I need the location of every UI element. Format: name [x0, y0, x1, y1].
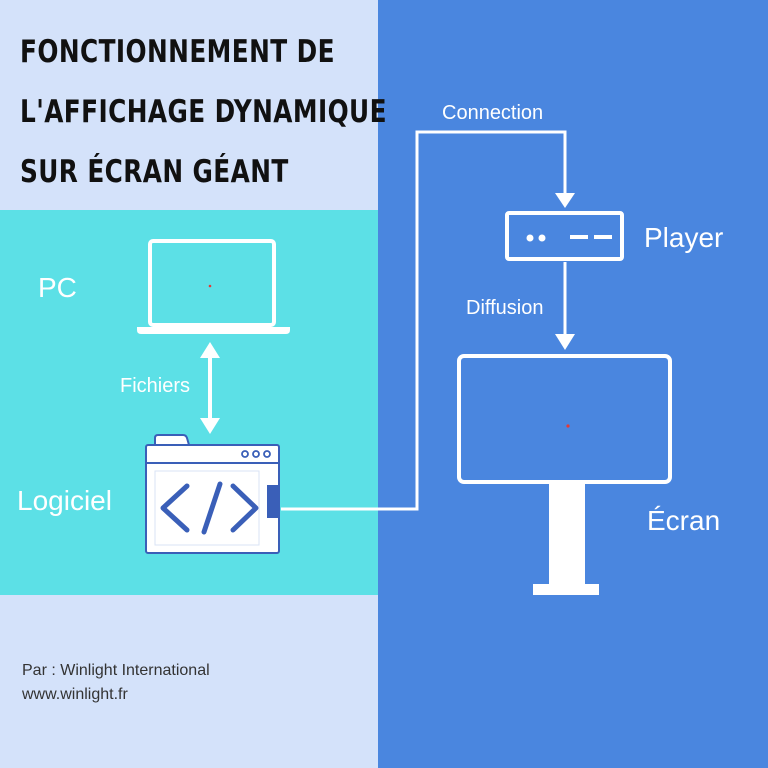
player-label: Player	[644, 222, 724, 253]
diffusion-arrow	[555, 262, 575, 350]
title-line-1: FONCTIONNEMENT DE	[20, 34, 335, 70]
ecran-label: Écran	[647, 505, 721, 536]
connection-arrow	[281, 130, 575, 511]
display-panel	[378, 0, 768, 768]
website-link[interactable]: www.winlight.fr	[22, 686, 128, 703]
credits-panel	[0, 595, 378, 768]
code-window-icon	[145, 434, 280, 554]
title-panel	[0, 0, 378, 210]
diffusion-label: Diffusion	[466, 297, 544, 319]
laptop-icon	[137, 239, 290, 334]
pc-label: PC	[38, 272, 77, 303]
fichiers-arrow	[200, 342, 220, 434]
author-credit: Par : Winlight International	[22, 662, 210, 679]
display-screen-icon	[457, 354, 672, 595]
connection-label: Connection	[442, 102, 544, 124]
title-line-3: SUR ÉCRAN GÉANT	[20, 154, 289, 190]
logiciel-label: Logiciel	[17, 485, 112, 516]
player-box-icon	[505, 211, 624, 261]
fichiers-label: Fichiers	[120, 375, 191, 397]
